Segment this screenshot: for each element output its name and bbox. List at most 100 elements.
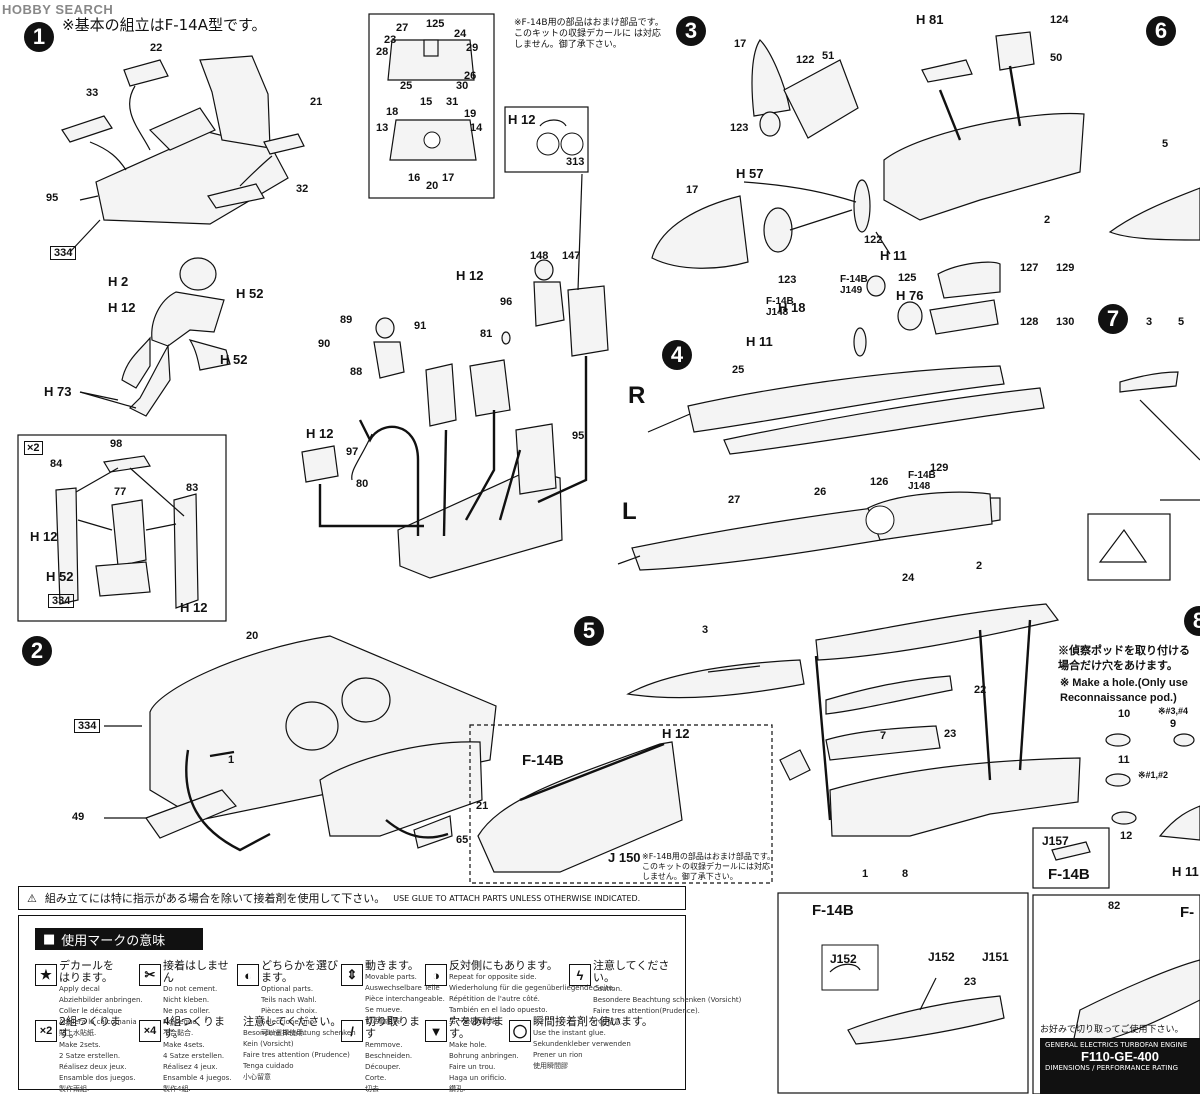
symbol-legend: ■ 使用マークの意味 ★ デカールをはります。Apply decal Abzie… [18,915,741,1093]
part-label: 95 [572,430,585,442]
part-label: 81 [480,328,493,340]
part-label: 82 [1108,900,1121,912]
legend-item: 穴をあけます。Make hole. Bohrung anbringen. Fai… [449,1015,519,1093]
part-label: 25 [732,364,745,376]
j-part-label: J157 [1042,834,1069,848]
part-label: 90 [318,338,331,350]
part-label: 27 [728,494,741,506]
part-label: 24 [902,572,915,584]
part-label: 13 [376,122,389,134]
part-label: 32 [296,183,309,195]
h-part-label: H 76 [896,288,924,303]
watermark: HOBBY SEARCH [2,2,114,17]
part-label: 5 [1178,316,1185,328]
f110-top: GENERAL ELECTRICS TURBOFAN ENGINE [1045,1041,1188,1049]
step-6-marker: 6 [1146,16,1176,46]
f110-model: F110-GE-400 [1080,1049,1160,1064]
h-part-label: H 11 [746,334,773,349]
part-label: 11 [1118,754,1130,766]
part-label: 19 [464,108,477,120]
f14b-note: ※F-14B用の部品はおまけ部品です。 このキットの収録デカールには対応 しませ… [642,852,776,881]
part-label: 123 [730,122,749,134]
cockpit-detail-frame [368,13,495,199]
ejection-seat-inset-illustration [55,455,199,609]
part-label: 17 [442,172,455,184]
part-label: 3 [702,624,709,636]
h-part-label: H 12 [180,600,208,615]
part-label: 16 [408,172,421,184]
f110-stats: DIMENSIONS / PERFORMANCE RATING [1045,1064,1178,1072]
f14b-bottom-frame [777,892,1029,1094]
step-4-marker: 4 [662,340,692,370]
decal-star-icon: ★ [35,964,57,986]
part-label: 125 [898,272,917,284]
seat-tub-illustration [61,55,305,253]
f14b-part-label: F-14B J148 [766,296,794,318]
part-box-label: 334 [50,246,77,260]
f14b-title: F-14B [812,902,854,919]
part-label: 23 [964,976,977,988]
part-label: 12 [1120,830,1133,842]
h-part-label: H 12 [456,268,484,283]
part-label: 31 [446,96,459,108]
part-label: 128 [1020,316,1039,328]
part-label: 91 [414,320,427,332]
square-icon: ■ [43,931,56,947]
legend-item: 動きます。Movable parts. Auswechselbare Teile… [365,959,445,1025]
part-label: 129 [930,462,949,474]
part-label: 313 [566,156,585,168]
step-7-marker: 7 [1098,304,1128,334]
part-label: 49 [72,811,85,823]
h-part-label: H 11 [1172,864,1199,879]
step-1-marker: 1 [24,22,54,52]
left-side-label: L [622,498,637,525]
cockpit-tub-illustration [104,635,497,852]
part-label: 83 [186,482,199,494]
part-label: 18 [386,106,399,118]
h-part-label: H 12 [108,300,136,315]
f14b-title: F- [1180,904,1195,921]
part-label: 14 [470,122,483,134]
part-label: 5 [1162,138,1169,150]
center-seats-illustration [301,173,609,579]
part-label: 21 [476,800,489,812]
optional-parts-icon: ◐ [237,964,259,986]
instant-glue-icon: ◯ [509,1020,531,1042]
part-label: 17 [686,184,699,196]
make-two-icon: ×2 [35,1020,57,1042]
part-label: 26 [464,70,477,82]
j-part-label: J152 [830,952,857,966]
step-2-marker: 2 [22,636,52,666]
f14b-bottom-illustration [821,944,1005,1045]
step-3-marker: 3 [676,16,706,46]
pilot-figure-illustration [79,257,231,417]
legend-header: ■ 使用マークの意味 [35,928,203,950]
part-label: 25 [400,80,413,92]
h-part-label: H 73 [44,384,72,399]
h-part-label: H 12 [508,112,536,127]
h-part-label: H 52 [236,286,264,301]
h-part-label: H 12 [662,726,690,741]
movable-icon: ⇕ [341,964,363,986]
j-part-label: J152 [928,950,955,964]
part-label: 2 [976,560,983,572]
part-label: 21 [310,96,323,108]
part-label: 27 [396,22,409,34]
h-part-label: H 18 [778,300,806,315]
part-label: 130 [1056,316,1075,328]
part-label: 122 [796,54,815,66]
f110-plate: GENERAL ELECTRICS TURBOFAN ENGINE F110-G… [1040,1038,1200,1094]
no-cement-icon: ✂ [139,964,161,986]
f14b-nose-illustration [477,741,683,873]
part-label: 80 [356,478,369,490]
seat-detail-frame [17,434,227,622]
part-label: 97 [346,446,359,458]
part-label: 23 [384,34,397,46]
part-label: 148 [530,250,549,262]
part-label: 8 [902,868,909,880]
part-label: 77 [114,486,127,498]
part-label: 10 [1118,708,1131,720]
make-four-icon: ×4 [139,1020,161,1042]
part-label: 33 [86,87,99,99]
